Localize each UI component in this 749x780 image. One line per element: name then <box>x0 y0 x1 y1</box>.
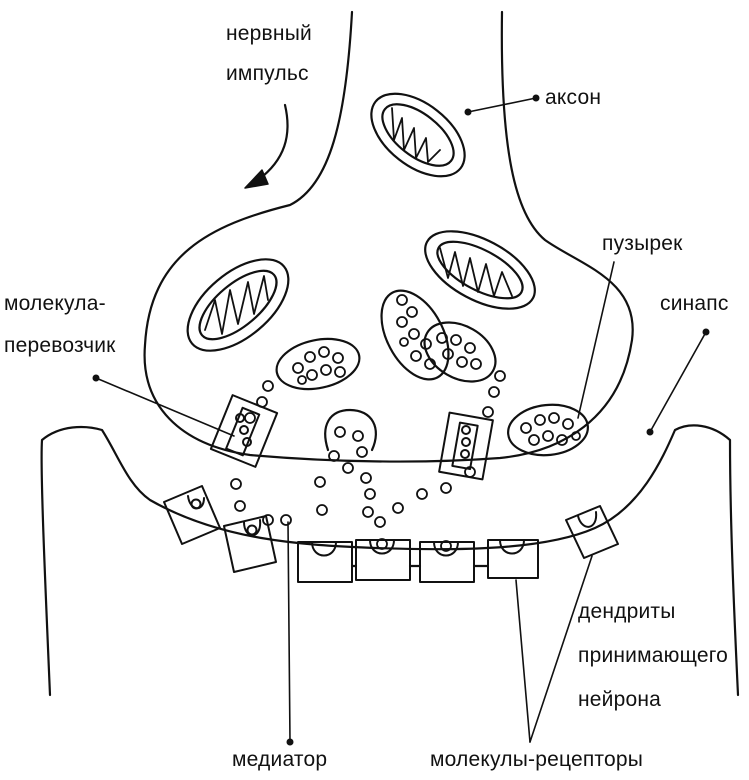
mitochondrion-right <box>413 215 547 324</box>
label-transporter-1: молекула- <box>4 292 106 316</box>
label-dendrites-1: дендриты <box>578 600 676 624</box>
label-dendrites-2: принимающего <box>578 644 728 668</box>
impulse-arrow <box>245 105 288 188</box>
exocytosis-pocket <box>325 410 376 450</box>
axon-membrane <box>145 12 633 462</box>
label-receptors: молекулы-рецепторы <box>430 748 643 772</box>
label-impulse-2: импульс <box>226 62 309 86</box>
vesicle-right <box>506 401 591 459</box>
label-synapse: синапс <box>660 292 729 316</box>
label-mediator: медиатор <box>232 748 327 772</box>
label-impulse-1: нервный <box>226 22 312 46</box>
mitochondrion-left <box>171 242 304 368</box>
mediator-molecules <box>231 371 505 527</box>
mitochondrion-top <box>356 77 479 192</box>
label-vesicle: пузырек <box>602 232 683 256</box>
vesicle-center-right <box>414 310 506 393</box>
receptor-3 <box>298 542 352 582</box>
label-dendrites-3: нейрона <box>578 688 661 712</box>
label-axon: аксон <box>545 86 601 110</box>
vesicle-left <box>272 332 364 396</box>
label-transporter-2: перевозчик <box>4 334 116 358</box>
receptor-7 <box>566 506 618 558</box>
receptor-1 <box>164 486 220 544</box>
receptor-4 <box>356 540 410 580</box>
